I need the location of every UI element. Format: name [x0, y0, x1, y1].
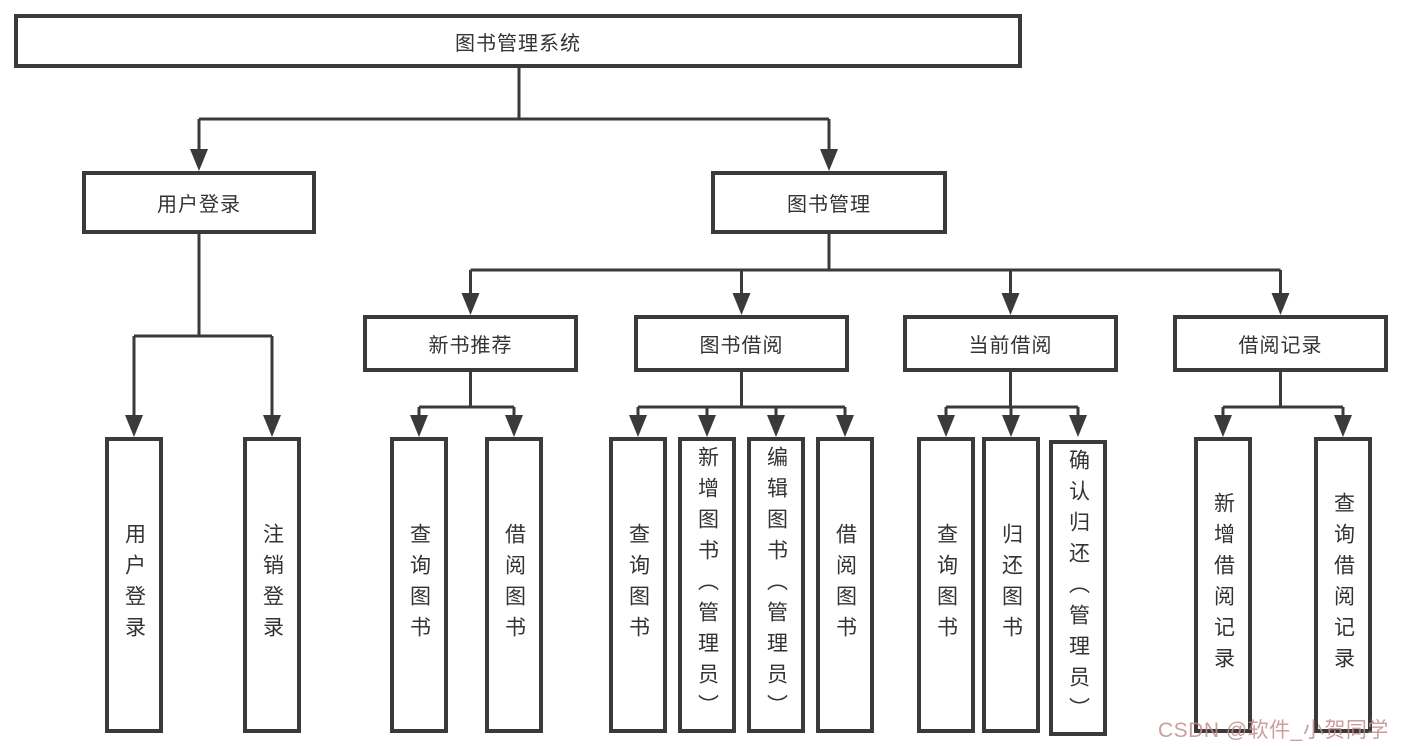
node-current-borrowing: 当前借阅: [903, 315, 1118, 372]
node-label: 新增借阅记录: [1211, 492, 1235, 678]
leaf-query-books-borrow: 查询图书: [609, 437, 667, 733]
node-label: 查询图书: [626, 523, 650, 647]
node-label: 借阅记录: [1238, 335, 1323, 357]
node-label: 查询图书: [407, 523, 431, 647]
node-book-borrowing: 图书借阅: [634, 315, 849, 372]
node-library-system: 图书管理系统: [14, 14, 1022, 68]
node-label: 归还图书: [999, 523, 1023, 647]
node-borrowing-records: 借阅记录: [1173, 315, 1388, 372]
node-new-book-recommendation: 新书推荐: [363, 315, 578, 372]
node-label: 确认归还（管理员）: [1066, 448, 1090, 728]
leaf-query-books-recommend: 查询图书: [390, 437, 448, 733]
arrowheads: [125, 149, 1352, 437]
node-label: 新增图书（管理员）: [695, 445, 719, 725]
leaf-user-login: 用户登录: [105, 437, 163, 733]
node-label: 图书管理系统: [455, 32, 581, 55]
node-label: 当前借阅: [968, 335, 1053, 357]
node-label: 编辑图书（管理员）: [764, 445, 788, 725]
node-label: 图书借阅: [699, 335, 784, 357]
leaf-borrow-books-recommend: 借阅图书: [485, 437, 543, 733]
node-user-login-module: 用户登录: [82, 171, 316, 234]
leaf-borrow-books: 借阅图书: [816, 437, 874, 733]
leaf-logout: 注销登录: [243, 437, 301, 733]
node-label: 查询图书: [934, 523, 958, 647]
leaf-add-borrow-record: 新增借阅记录: [1194, 437, 1252, 733]
leaf-add-books-admin: 新增图书（管理员）: [678, 437, 736, 733]
leaf-query-borrow-record: 查询借阅记录: [1314, 437, 1372, 733]
node-book-management-module: 图书管理: [711, 171, 947, 234]
node-label: 新书推荐: [428, 335, 513, 357]
node-label: 用户登录: [122, 523, 146, 647]
node-label: 注销登录: [260, 523, 284, 647]
leaf-edit-books-admin: 编辑图书（管理员）: [747, 437, 805, 733]
node-label: 查询借阅记录: [1331, 492, 1355, 678]
node-label: 图书管理: [787, 194, 871, 216]
leaf-query-books-current: 查询图书: [917, 437, 975, 733]
node-label: 用户登录: [157, 194, 241, 216]
watermark: CSDN @软件_小贺同学: [1158, 719, 1389, 742]
node-label: 借阅图书: [833, 523, 857, 647]
leaf-return-books: 归还图书: [982, 437, 1040, 733]
node-label: 借阅图书: [502, 523, 526, 647]
leaf-confirm-return-admin: 确认归还（管理员）: [1049, 440, 1107, 736]
